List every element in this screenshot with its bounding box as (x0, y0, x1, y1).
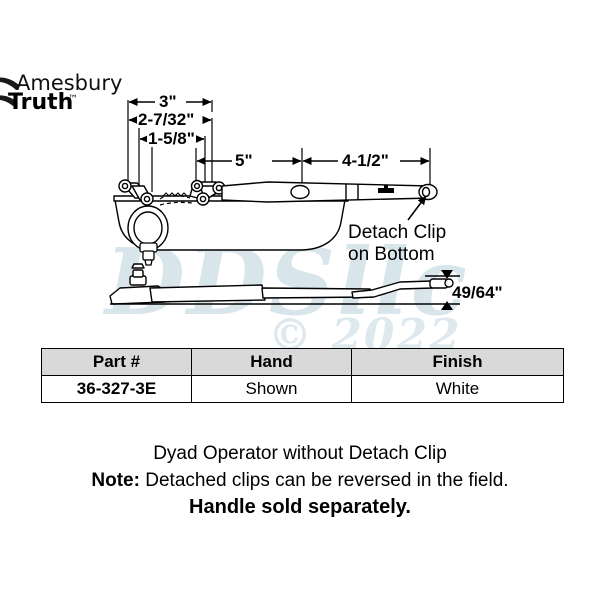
svg-text:Amesbury: Amesbury (16, 71, 122, 95)
detach-clip-callout: Detach Clip on Bottom (348, 222, 446, 266)
dimension-label-side-profile-height: 49/64" (452, 283, 503, 302)
table-header-row: Part # Hand Finish (41, 348, 564, 376)
svg-text:Truth: Truth (8, 90, 73, 115)
amesbury-truth-logo-icon: Amesbury Truth ™ (0, 71, 122, 115)
amesbury-truth-logo: Amesbury Truth ™ (0, 70, 134, 116)
dimension-label-arm-extension: 4-1/2" (341, 151, 390, 170)
field-note: Note: Detached clips can be reversed in … (0, 467, 600, 494)
footer-notes: Dyad Operator without Detach Clip Note: … (0, 440, 600, 521)
svg-text:™: ™ (68, 94, 78, 105)
dimension-label-mid-span: 5" (234, 151, 254, 170)
column-header-hand: Hand (191, 348, 352, 376)
table-row: 36-327-3E Shown White (41, 375, 564, 403)
dimension-label-first-arm-offset: 1-5/8" (147, 129, 196, 148)
handle-disclaimer: Handle sold separately. (189, 496, 411, 518)
note-label: Note: (91, 470, 140, 491)
detach-clip-callout-line2: on Bottom (348, 244, 435, 265)
column-header-part-number: Part # (41, 348, 192, 376)
cell-part-number: 36-327-3E (41, 375, 192, 403)
dimension-label-second-arm-offset: 2-7/32" (137, 110, 196, 129)
product-description: Dyad Operator without Detach Clip (153, 443, 447, 464)
note-text: Detached clips can be reversed in the fi… (139, 470, 509, 491)
dimension-label-overall-width: 3" (158, 92, 178, 111)
cell-finish: White (351, 375, 564, 403)
column-header-finish: Finish (351, 348, 564, 376)
cell-hand: Shown (191, 375, 352, 403)
spec-table: Part # Hand Finish 36-327-3E Shown White (41, 348, 564, 403)
dyad-operator-technical-drawing (109, 98, 460, 310)
detach-clip-callout-line1: Detach Clip (348, 222, 447, 243)
